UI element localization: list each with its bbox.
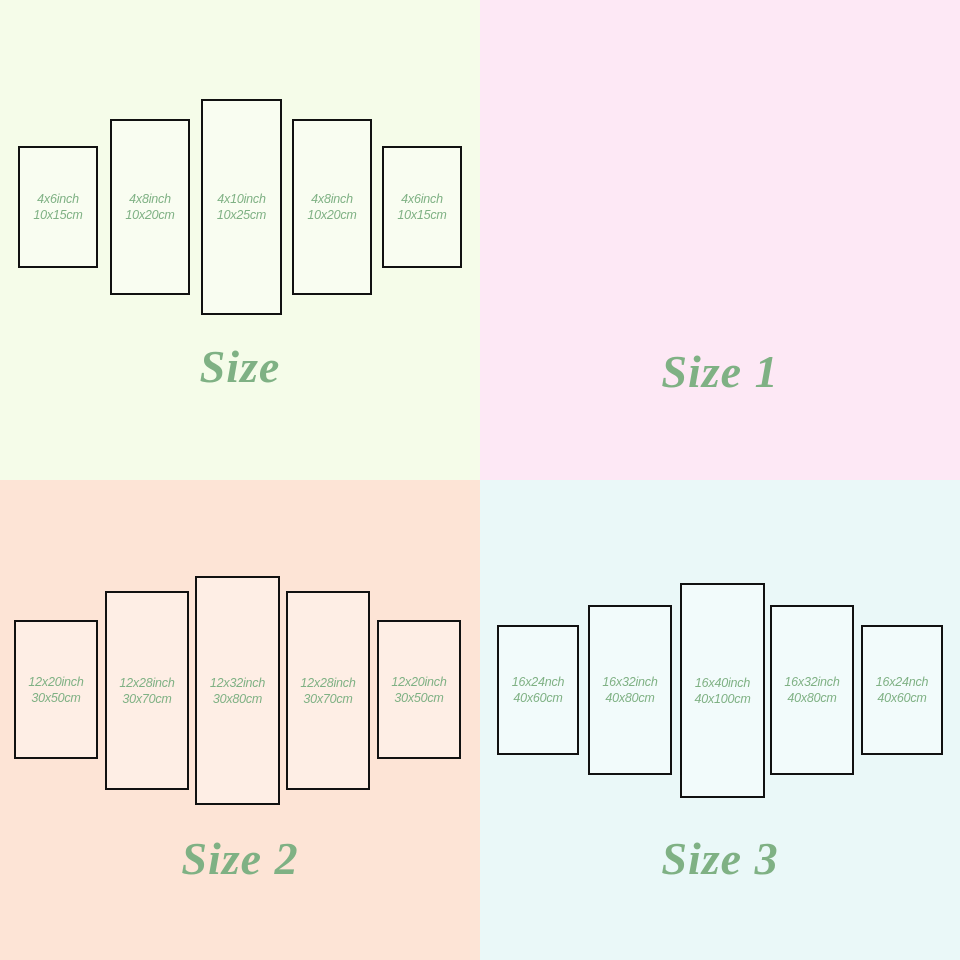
- canvas-frame: 16x32inch 40x80cm: [588, 605, 672, 775]
- size-panel-size-3: 16x24nch 40x60cm 16x32inch 40x80cm 16x40inch…: [480, 480, 960, 960]
- frame-size-cm: 40x80cm: [605, 691, 655, 705]
- canvas-frame: 4x6inch 10x15cm: [382, 146, 462, 268]
- canvas-frame: 4x10inch 10x25cm: [201, 99, 282, 315]
- canvas-frame: 16x24nch 40x60cm: [497, 625, 579, 755]
- frame-size-cm: 40x60cm: [513, 691, 563, 705]
- frame-size-inch: 4x10inch: [217, 192, 266, 206]
- frame-size-cm: 30x50cm: [31, 690, 81, 705]
- canvas-frame: 4x8inch 10x20cm: [110, 119, 190, 295]
- frame-size-inch: 16x40inch: [694, 675, 751, 690]
- frame-size-inch: 16x24nch: [875, 675, 929, 689]
- panel-title-size-2: Size 2: [181, 833, 299, 884]
- frame-size-inch: 16x32inch: [784, 675, 840, 689]
- size-panel-size: 4x6inch 10x15cm 4x8inch 10x20cm 4x10inch 10x2…: [0, 0, 480, 480]
- frame-size-cm: 40x100cm: [694, 691, 751, 706]
- frame-size-inch: 12x28inch: [119, 675, 175, 690]
- frame-size-cm: 10x20cm: [307, 208, 357, 222]
- frame-size-cm: 30x70cm: [122, 691, 172, 706]
- frame-size-inch: 16x24nch: [511, 675, 565, 689]
- frame-size-inch: 16x32inch: [602, 675, 658, 689]
- frame-size-cm: 40x60cm: [877, 691, 927, 705]
- canvas-frame: 4x8inch 10x20cm: [292, 119, 372, 295]
- frame-size-cm: 10x15cm: [397, 208, 447, 222]
- frame-size-cm: 10x25cm: [216, 208, 267, 222]
- frame-size-inch: 4x8inch: [311, 192, 353, 206]
- frame-size-inch: 4x6inch: [37, 192, 79, 206]
- canvas-frame: 16x32inch 40x80cm: [770, 605, 854, 775]
- frame-size-inch: 12x20inch: [28, 674, 84, 689]
- frame-size-inch: 4x8inch: [129, 192, 171, 206]
- frame-size-inch: 12x32inch: [209, 675, 266, 690]
- size-panel-size-1: 8x14nch20x35cm8x18inch20x45cm8x22inch20x…: [480, 0, 960, 480]
- panel-title-size-1: Size 1: [661, 346, 779, 397]
- frame-size-inch: 12x28inch: [300, 675, 356, 690]
- frame-size-cm: 30x70cm: [303, 691, 353, 706]
- frame-size-inch: 12x20inch: [391, 674, 447, 689]
- frame-size-cm: 10x15cm: [33, 208, 83, 222]
- canvas-frame: 16x24nch 40x60cm: [861, 625, 943, 755]
- frame-size-cm: 10x20cm: [125, 208, 175, 222]
- frame-size-cm: 30x80cm: [212, 691, 263, 706]
- frame-size-cm: 40x80cm: [787, 691, 837, 705]
- panel-title-size: Size: [199, 341, 281, 392]
- frame-size-inch: 4x6inch: [401, 192, 443, 206]
- frame-size-cm: 30x50cm: [394, 690, 444, 705]
- panel-title-size-3: Size 3: [661, 833, 779, 884]
- canvas-frame: 4x6inch 10x15cm: [18, 146, 98, 268]
